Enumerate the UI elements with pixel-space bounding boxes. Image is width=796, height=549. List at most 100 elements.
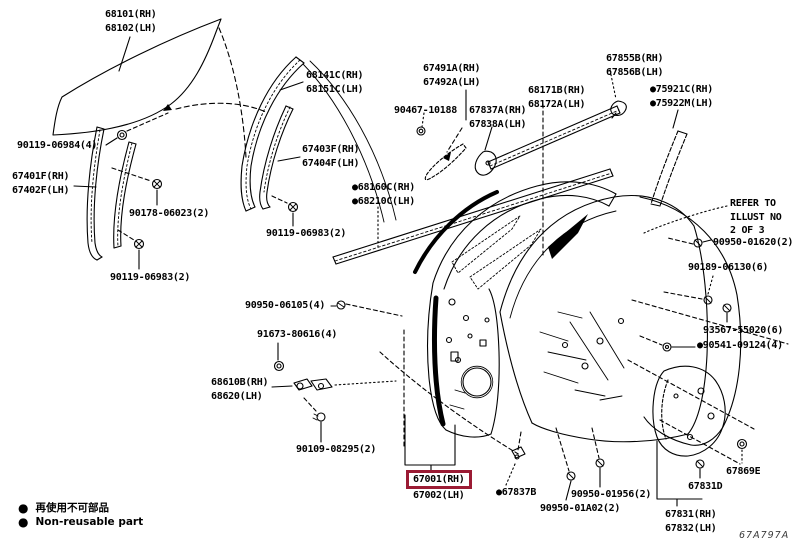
part-number-text: 67832(LH) (665, 522, 717, 534)
legend-item: ● Non-reusable part (18, 515, 143, 529)
part-number-text: 90119-06983(2) (266, 228, 347, 239)
label-90119-06983-mid: 90119-06983(2) (266, 227, 346, 241)
label-90178-06023: 90178-06023(2) (129, 207, 209, 221)
part-number-text: 67404F(LH) (302, 157, 360, 169)
label-90950-06105: 90950-06105(4) (245, 299, 325, 313)
part-number-text: 67855B(RH) (606, 53, 664, 64)
part-number-text: 67869E (726, 466, 761, 477)
part-number-text: ●75921C(RH) (650, 84, 713, 95)
label-90119-06984: 90119-06984(4) (17, 139, 97, 153)
legend-text: Non-reusable part (35, 516, 144, 528)
part-number-text: ●68160C(RH) (352, 182, 415, 193)
part-number-text: 90178-06023(2) (129, 208, 210, 219)
non-reusable-dot-icon: ● (18, 501, 29, 515)
label-90109-08295: 90109-08295(2) (296, 443, 376, 457)
part-number-text: 67492A(LH) (423, 76, 481, 88)
part-number-text: 68610B(RH) (211, 377, 269, 388)
part-number-text: 68102(LH) (105, 22, 157, 34)
label-90541-09124: ●90541-09124(4) (697, 339, 783, 353)
label-67491A: 67491A(RH) 67492A(LH) (423, 62, 481, 89)
glass-run-channel-shape (73, 126, 137, 261)
part-number-text: REFER TO (730, 198, 776, 209)
construction-lines (379, 329, 521, 456)
door-outer-shell-shape (451, 195, 708, 443)
part-number-text: 68172A(LH) (528, 98, 586, 110)
label-67831D: 67831D (688, 480, 723, 494)
part-number-text: 90467-10188 (394, 105, 457, 116)
part-number-text: 68171B(RH) (528, 85, 586, 96)
outer-skin-shape (639, 196, 742, 446)
label-67403F: 67403F(RH)67404F(LH) (302, 143, 360, 170)
label-91673-80616: 91673-80616(4) (257, 328, 337, 342)
label-67855B: 67855B(RH) 67856B(LH) (606, 52, 664, 79)
label-refer-note: REFER TO ILLUST NO 2 OF 3 (730, 197, 782, 238)
label-67837B: ●67837B (496, 486, 536, 500)
label-68171B: 68171B(RH) 68172A(LH) (528, 84, 586, 111)
label-67869E: 67869E (726, 465, 761, 479)
bottom-fasteners (505, 427, 605, 501)
label-93567-55020: 93567-55020(6) (703, 324, 783, 338)
legend-item: ● 再使用不可部品 (18, 501, 143, 515)
part-number-text: 90119-06984(4) (17, 140, 98, 151)
part-number-text: 90119-06983(2) (110, 272, 191, 283)
part-number-text: 90189-06130(6) (688, 262, 769, 273)
part-number-text: 67856B(LH) (606, 66, 664, 78)
label-67401F: 67401F(RH) 67402F(LH) (12, 170, 70, 197)
door-glass-shape (52, 18, 267, 159)
front-frame-channel-shape (240, 56, 397, 227)
label-90950-01A02: 90950-01A02(2) (540, 502, 620, 516)
label-68610B: 68610B(RH) 68620(LH) (211, 376, 269, 403)
part-number-text: 67401F(RH) (12, 171, 70, 182)
label-68160C: ●68160C(RH) ●68210C(LH) (352, 181, 415, 208)
left-fasteners (105, 104, 172, 270)
part-number-text: ●75922M(LH) (650, 97, 713, 109)
part-number-text: 90950-01956(2) (571, 489, 652, 500)
legend-text: 再使用不可部品 (35, 502, 109, 514)
part-number-text: 90950-01620(2) (713, 237, 794, 248)
part-number-text: ●67837B (496, 487, 537, 498)
part-number-text: ●90541-09124(4) (697, 340, 783, 351)
label-90467-10188: 90467-10188 (394, 104, 457, 118)
hinge-parts (271, 300, 403, 443)
label-75921C: ●75921C(RH) ●75922M(LH) (650, 83, 713, 110)
part-number-text: 67002(LH) (413, 490, 465, 501)
label-90950-01620: 90950-01620(2) (713, 236, 793, 250)
label-90950-01956: 90950-01956(2) (571, 488, 651, 502)
label-67001-highlighted: 67001(RH)67002(LH) (406, 470, 472, 503)
part-number-text: 93567-55020(6) (703, 325, 784, 336)
part-number-text: 67838A(LH) (469, 118, 527, 130)
belt-moulding-shapes (332, 69, 627, 265)
part-number-text: 90950-01A02(2) (540, 503, 621, 514)
door-inner-panel-shape (404, 181, 617, 472)
part-number-text: 67831D (688, 481, 723, 492)
label-90189-06130: 90189-06130(6) (688, 261, 768, 275)
part-number-text: 67831(RH) (665, 509, 717, 520)
part-number-text: 68141C(RH) (306, 70, 364, 81)
label-67837A: 67837A(RH) 67838A(LH) (469, 104, 527, 131)
part-number-text: ●68210C(LH) (352, 195, 415, 207)
part-number-text: ILLUST NO (730, 211, 782, 223)
part-number-text: 67402F(LH) (12, 184, 70, 196)
part-number-text: 67491A(RH) (423, 63, 481, 74)
label-68101: 68101(RH) 68102(LH) (105, 8, 157, 35)
part-number-text: 2 OF 3 (730, 225, 765, 236)
label-90119-06983-left: 90119-06983(2) (110, 271, 190, 285)
part-number-text: 90109-08295(2) (296, 444, 377, 455)
vent-glass-parts (416, 89, 497, 181)
corner-trim-shape (627, 299, 789, 507)
highlighted-part-number: 67001(RH) (406, 470, 472, 489)
pillar-tape-shape (650, 109, 688, 207)
legend: ● 再使用不可部品 ● Non-reusable part (18, 501, 143, 529)
part-number-text: 90950-06105(4) (245, 300, 326, 311)
figure-code: 67A797A (739, 530, 790, 541)
label-67831: 67831(RH) 67832(LH) (665, 508, 717, 535)
part-number-text: 68620(LH) (211, 390, 263, 402)
right-fasteners (639, 205, 732, 352)
part-number-text: 67837A(RH) (469, 105, 527, 116)
label-68141C: 68141C(RH)68151C(LH) (306, 69, 364, 96)
non-reusable-dot-icon: ● (18, 515, 29, 529)
part-number-text: 68101(RH) (105, 9, 157, 20)
